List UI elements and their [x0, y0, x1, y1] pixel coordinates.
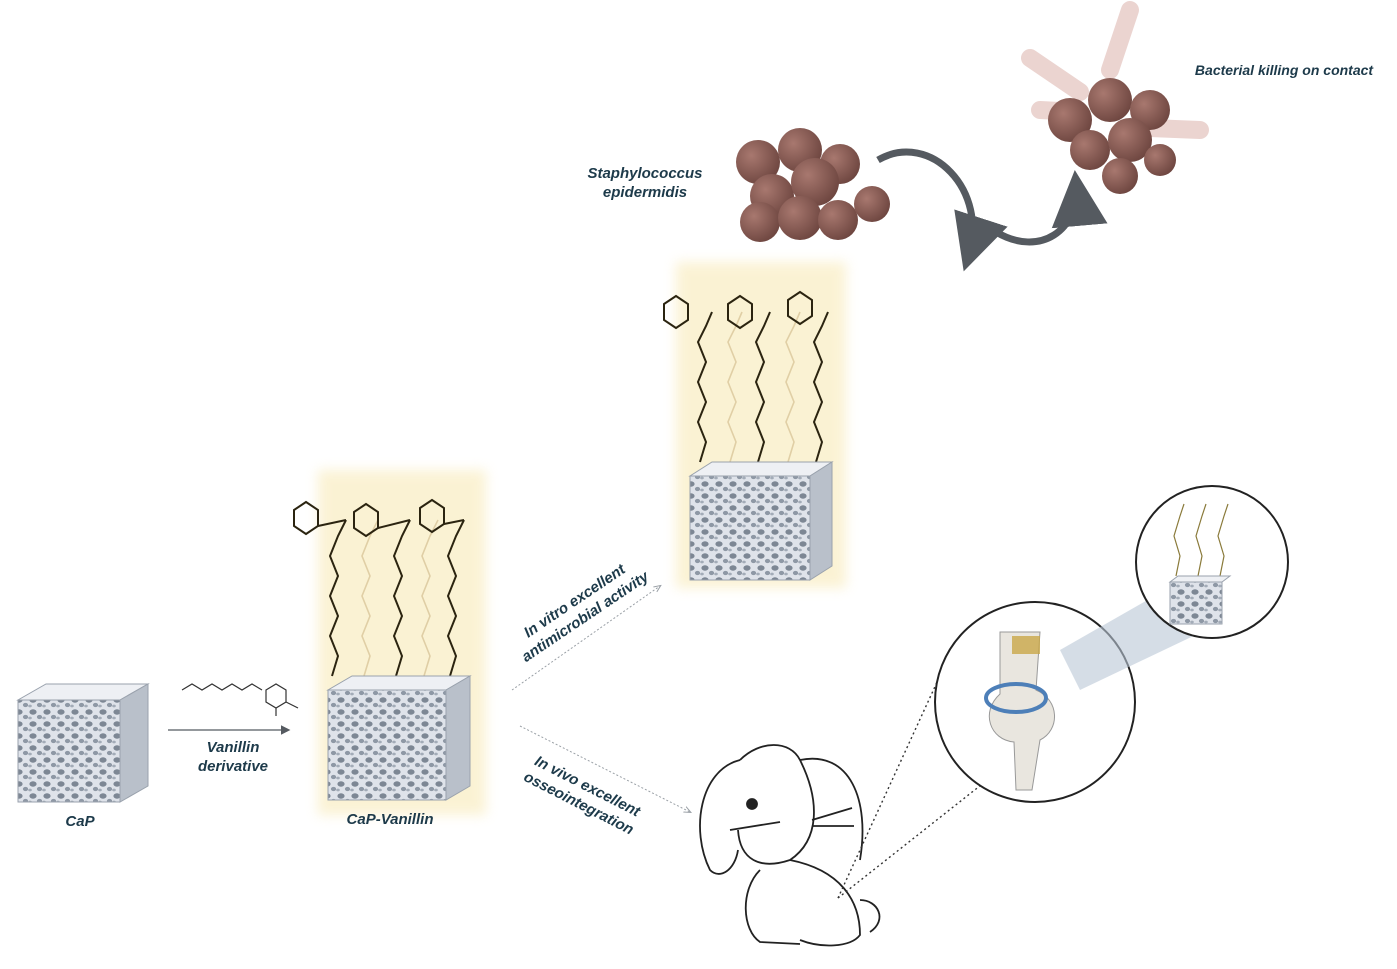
bacterial-killing-label: Bacterial killing on contact: [1194, 62, 1374, 78]
rabbit-outline-icon: [699, 744, 881, 947]
scaffold-magnifier: [1135, 485, 1289, 639]
lysed-bacteria-icon: [1021, 1, 1209, 194]
staph-label-line2: epidermidis: [602, 184, 688, 201]
cap-label: CaP: [65, 813, 95, 830]
vanillin-molecule-icon: [181, 683, 299, 716]
vanillin-label-line2: derivative: [197, 758, 269, 775]
cap-scaffold-cube: [16, 683, 150, 803]
cap-vanillin-invitro-scaffold: [663, 262, 846, 588]
curved-arrow-up: [994, 170, 1108, 246]
vanillin-derivative-label: Vanillin derivative: [188, 738, 278, 776]
cap-vanillin-label: CaP-Vanillin: [346, 811, 434, 828]
cap-vanillin-scaffold: [293, 470, 486, 815]
staph-label-line1: Staphylococcus: [587, 165, 703, 182]
bacteria-cluster-icon: [736, 128, 890, 242]
curved-arrow-down: [876, 148, 1008, 272]
staphylococcus-label: Staphylococcus epidermidis: [570, 164, 720, 202]
vanillin-label-line1: Vanillin: [206, 739, 260, 756]
